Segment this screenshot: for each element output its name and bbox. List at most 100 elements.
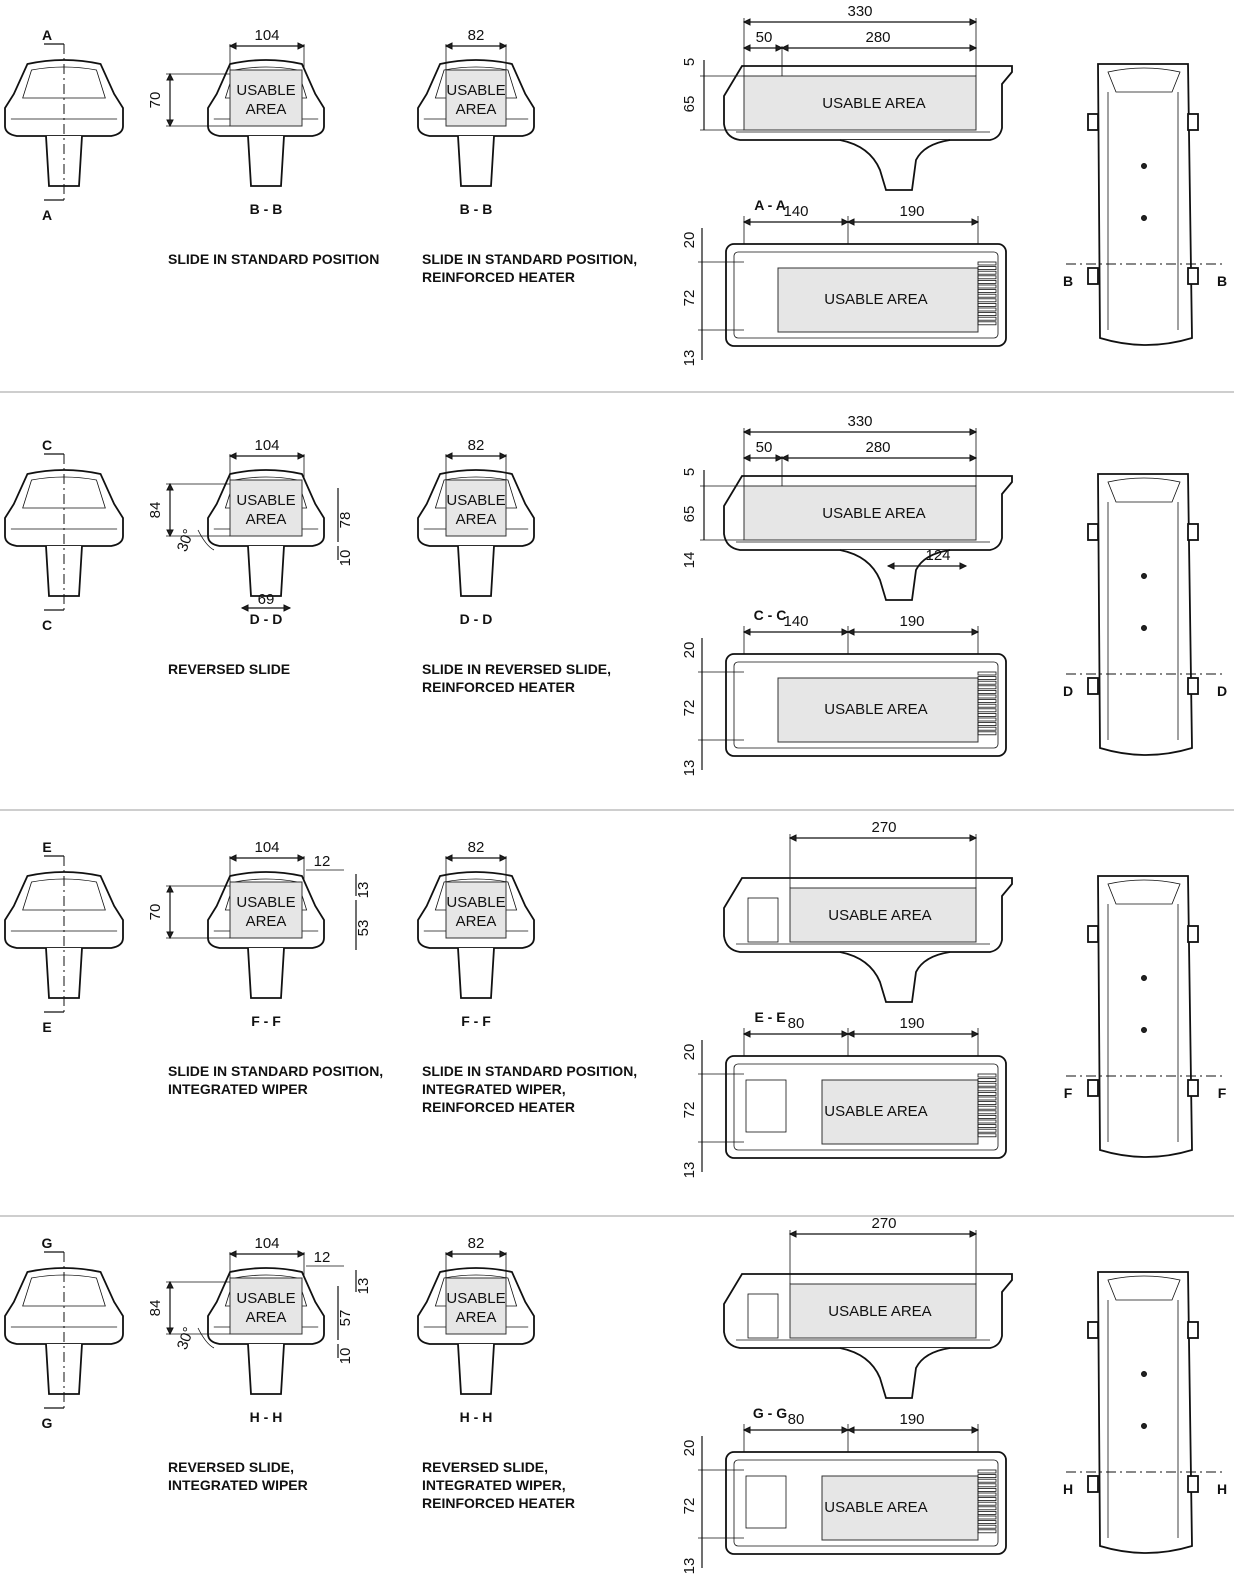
dim-h2: 72 — [681, 700, 698, 717]
connector-pin — [977, 261, 997, 266]
usable-area-label: AREA — [246, 913, 287, 930]
section-label: E - E — [754, 1009, 785, 1025]
arrow-head — [444, 1250, 453, 1258]
connector-pin — [977, 312, 997, 317]
caption-line: REINFORCED HEATER — [422, 1495, 575, 1511]
dim-right: 190 — [899, 203, 924, 220]
wiper-motor — [745, 1079, 787, 1133]
arrow-head — [780, 44, 789, 52]
dim-width: 104 — [254, 437, 279, 454]
plan-inner — [733, 1063, 999, 1151]
sunshield-inner — [22, 1274, 106, 1307]
dim-total: 330 — [847, 3, 872, 20]
arrow-head — [969, 454, 978, 462]
dim-h1: 20 — [681, 232, 698, 249]
dim-h3: 13 — [681, 350, 698, 367]
section-label: C - C — [754, 607, 787, 623]
arrow-head — [297, 854, 306, 862]
arrow-head — [742, 454, 751, 462]
sunshield-inner — [22, 476, 106, 509]
connector-pin — [977, 275, 997, 280]
screw — [1141, 975, 1147, 981]
connector-pin — [977, 1478, 997, 1483]
dim-total: 330 — [847, 413, 872, 430]
usable-area-label: USABLE — [236, 1290, 295, 1307]
arrow-head — [166, 884, 174, 893]
usable-area-label: USABLE AREA — [824, 701, 927, 718]
dim-left: 80 — [788, 1411, 805, 1428]
dim-h1: 20 — [681, 642, 698, 659]
dim-small: 12 — [314, 853, 331, 870]
connector-pin — [977, 1474, 997, 1479]
cut-label-bottom: A — [42, 207, 52, 223]
dim-extra: 124 — [925, 547, 950, 564]
arrow-head — [846, 218, 855, 226]
end-outline — [1097, 473, 1193, 756]
arrow-head — [969, 428, 978, 436]
usable-area-box — [229, 69, 303, 127]
screw — [1141, 625, 1147, 631]
plan-inner — [733, 1459, 999, 1547]
connector-pin — [977, 1501, 997, 1506]
connector-pin — [977, 676, 997, 681]
usable-area-label: USABLE AREA — [824, 1499, 927, 1516]
arrow-head — [240, 604, 249, 612]
connector-pin — [977, 717, 997, 722]
usable-area-label: USABLE — [446, 82, 505, 99]
usable-area-label: USABLE AREA — [824, 291, 927, 308]
arrow-head — [841, 1030, 850, 1038]
wiper-module — [747, 1293, 779, 1339]
clip — [1187, 925, 1199, 943]
screw — [1141, 573, 1147, 579]
connector-pin — [977, 699, 997, 704]
cut-label-left: H — [1063, 1481, 1073, 1497]
caption-line: REINFORCED HEATER — [422, 1099, 575, 1115]
arrow-head — [499, 452, 508, 460]
dim-width: 104 — [254, 839, 279, 856]
cut-label-right: H — [1217, 1481, 1227, 1497]
connector-pin — [977, 1133, 997, 1138]
screw — [1141, 1423, 1147, 1429]
screw — [1141, 1371, 1147, 1377]
usable-area-label: USABLE AREA — [828, 907, 931, 924]
usable-area-box — [229, 479, 303, 537]
caption-line: SLIDE IN STANDARD POSITION — [168, 251, 379, 267]
dim-height: 84 — [147, 502, 164, 519]
arrow-head — [841, 628, 850, 636]
wiper-motor — [745, 1475, 787, 1529]
usable-area-box — [445, 881, 507, 939]
dim-angle: 30° — [174, 527, 198, 554]
arrow-head — [742, 1426, 751, 1434]
screw — [1141, 215, 1147, 221]
arrow-head — [775, 454, 784, 462]
usable-area-label: USABLE AREA — [828, 1303, 931, 1320]
usable-area-box — [743, 485, 977, 541]
connector-pin — [977, 1082, 997, 1087]
connector-pin — [977, 1515, 997, 1520]
arrow-head — [780, 454, 789, 462]
cut-label-top: C — [42, 437, 52, 453]
clip — [1187, 523, 1199, 541]
dim-h3: 13 — [681, 760, 698, 777]
caption-line: REVERSED SLIDE, — [422, 1459, 548, 1475]
arrow-head — [742, 428, 751, 436]
front-view-1: CC — [4, 437, 124, 633]
connector-pin — [977, 1529, 997, 1534]
connector-pin — [977, 316, 997, 321]
front-view-0: AA — [4, 27, 124, 223]
caption-line: SLIDE IN STANDARD POSITION, — [422, 1063, 637, 1079]
arrow-head — [166, 482, 174, 491]
usable-area-label: AREA — [456, 511, 497, 528]
dim-right: 190 — [899, 1411, 924, 1428]
sunshield-lip — [1107, 879, 1181, 905]
section-label: D - D — [460, 611, 493, 627]
dim-hmain: 65 — [681, 506, 698, 523]
usable-area-box — [229, 881, 303, 939]
section-label: D - D — [250, 611, 283, 627]
front-view-2: EE — [4, 839, 124, 1035]
